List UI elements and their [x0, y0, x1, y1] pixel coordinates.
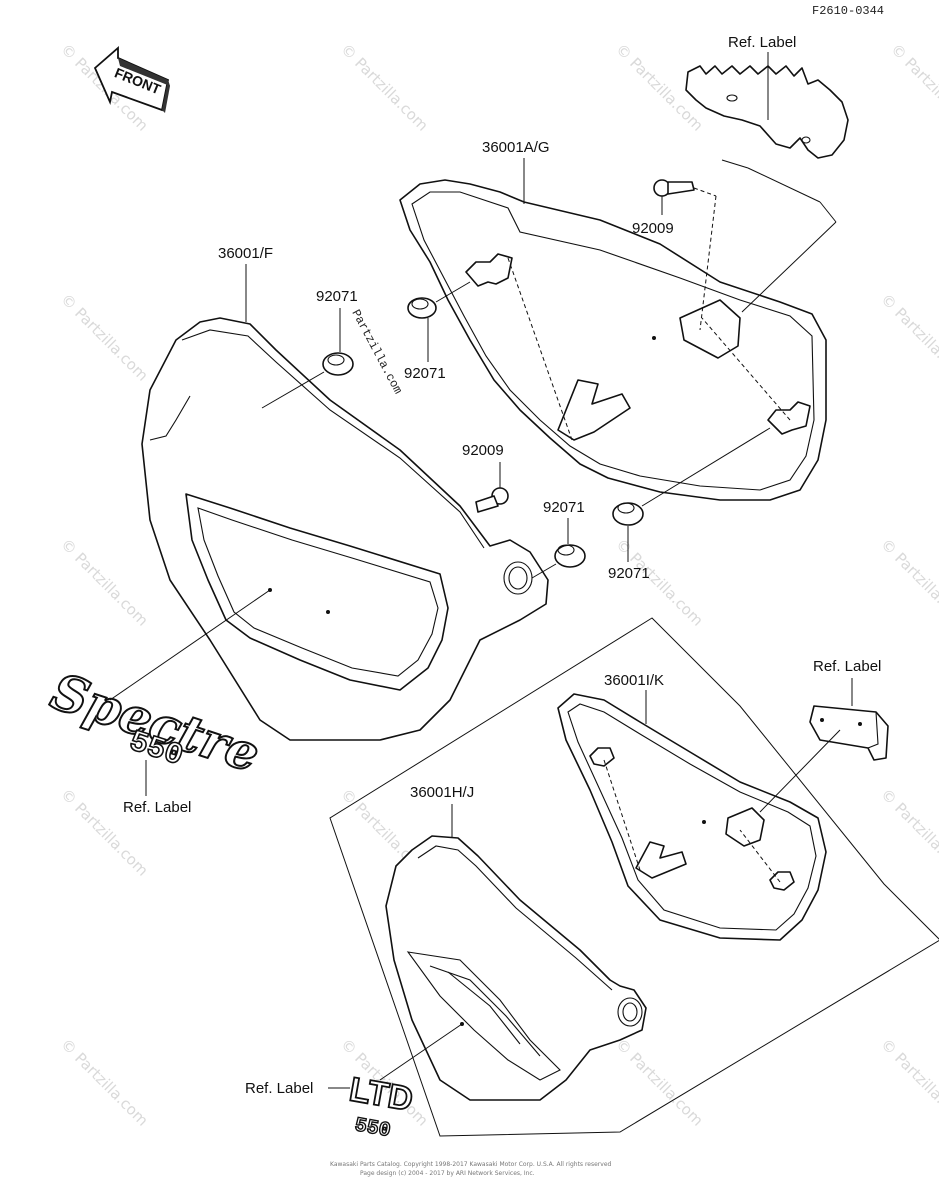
copyright-line-2: Page design (c) 2004 - 2017 by ARI Netwo… — [360, 1170, 535, 1177]
grommet-92071-c — [554, 544, 586, 568]
watermark: © Partzilla.com — [877, 785, 939, 880]
watermark: © Partzilla.com — [877, 1035, 939, 1130]
center-watermark: Partzilla.com — [348, 307, 404, 396]
part-92071-b-label: 92071 — [404, 365, 446, 382]
watermark: © Partzilla.com — [877, 535, 939, 630]
part-92009-mid-label: 92009 — [462, 442, 504, 459]
watermark: © Partzilla.com — [57, 535, 152, 630]
lower-inset-frame — [329, 617, 939, 1137]
side-cover-36001f — [141, 317, 549, 741]
watermark: © Partzilla.com — [887, 40, 939, 135]
watermark: © Partzilla.com — [612, 1035, 707, 1130]
spectre-emblem: Spectre 550 — [43, 660, 267, 784]
watermark: © Partzilla.com — [57, 1035, 152, 1130]
watermark: © Partzilla.com — [337, 40, 432, 135]
ref-label-bottom: Ref. Label — [245, 1080, 313, 1097]
screw-92009-top — [653, 179, 695, 197]
side-cover-36001ik — [557, 693, 827, 941]
part-92071-c-label: 92071 — [543, 499, 585, 516]
part-36001ik-label: 36001I/K — [604, 672, 664, 689]
part-36001hj-label: 36001H/J — [410, 784, 474, 801]
ref-label-plate-right — [809, 705, 889, 761]
ref-label-left: Ref. Label — [123, 799, 191, 816]
watermark: © Partzilla.com — [877, 290, 939, 385]
ltd-emblem: LTD 550 — [346, 1070, 417, 1144]
part-92071-a-label: 92071 — [316, 288, 358, 305]
grommet-92071-b — [322, 352, 354, 376]
side-cover-36001ag — [399, 179, 827, 501]
side-cover-36001hj — [385, 835, 647, 1101]
watermark: © Partzilla.com — [612, 535, 707, 630]
ref-label-top: Ref. Label — [728, 34, 796, 51]
part-92009-top-label: 92009 — [632, 220, 674, 237]
ltd-word: LTD — [347, 1070, 416, 1118]
grommet-92071-a — [407, 297, 437, 319]
part-92071-d-label: 92071 — [608, 565, 650, 582]
watermark: © Partzilla.com — [57, 290, 152, 385]
grommet-92071-d — [612, 502, 644, 526]
ref-label-plate-top — [685, 65, 849, 159]
diagram-code: F2610-0344 — [812, 4, 884, 18]
ltd-num: 550 — [353, 1114, 392, 1143]
part-36001ag-label: 36001A/G — [482, 139, 550, 156]
screw-92009-mid — [475, 487, 509, 513]
ref-label-right: Ref. Label — [813, 658, 881, 675]
part-36001f-label: 36001/F — [218, 245, 273, 262]
copyright-line-1: Kawasaki Parts Catalog. Copyright 1998-2… — [330, 1161, 612, 1168]
